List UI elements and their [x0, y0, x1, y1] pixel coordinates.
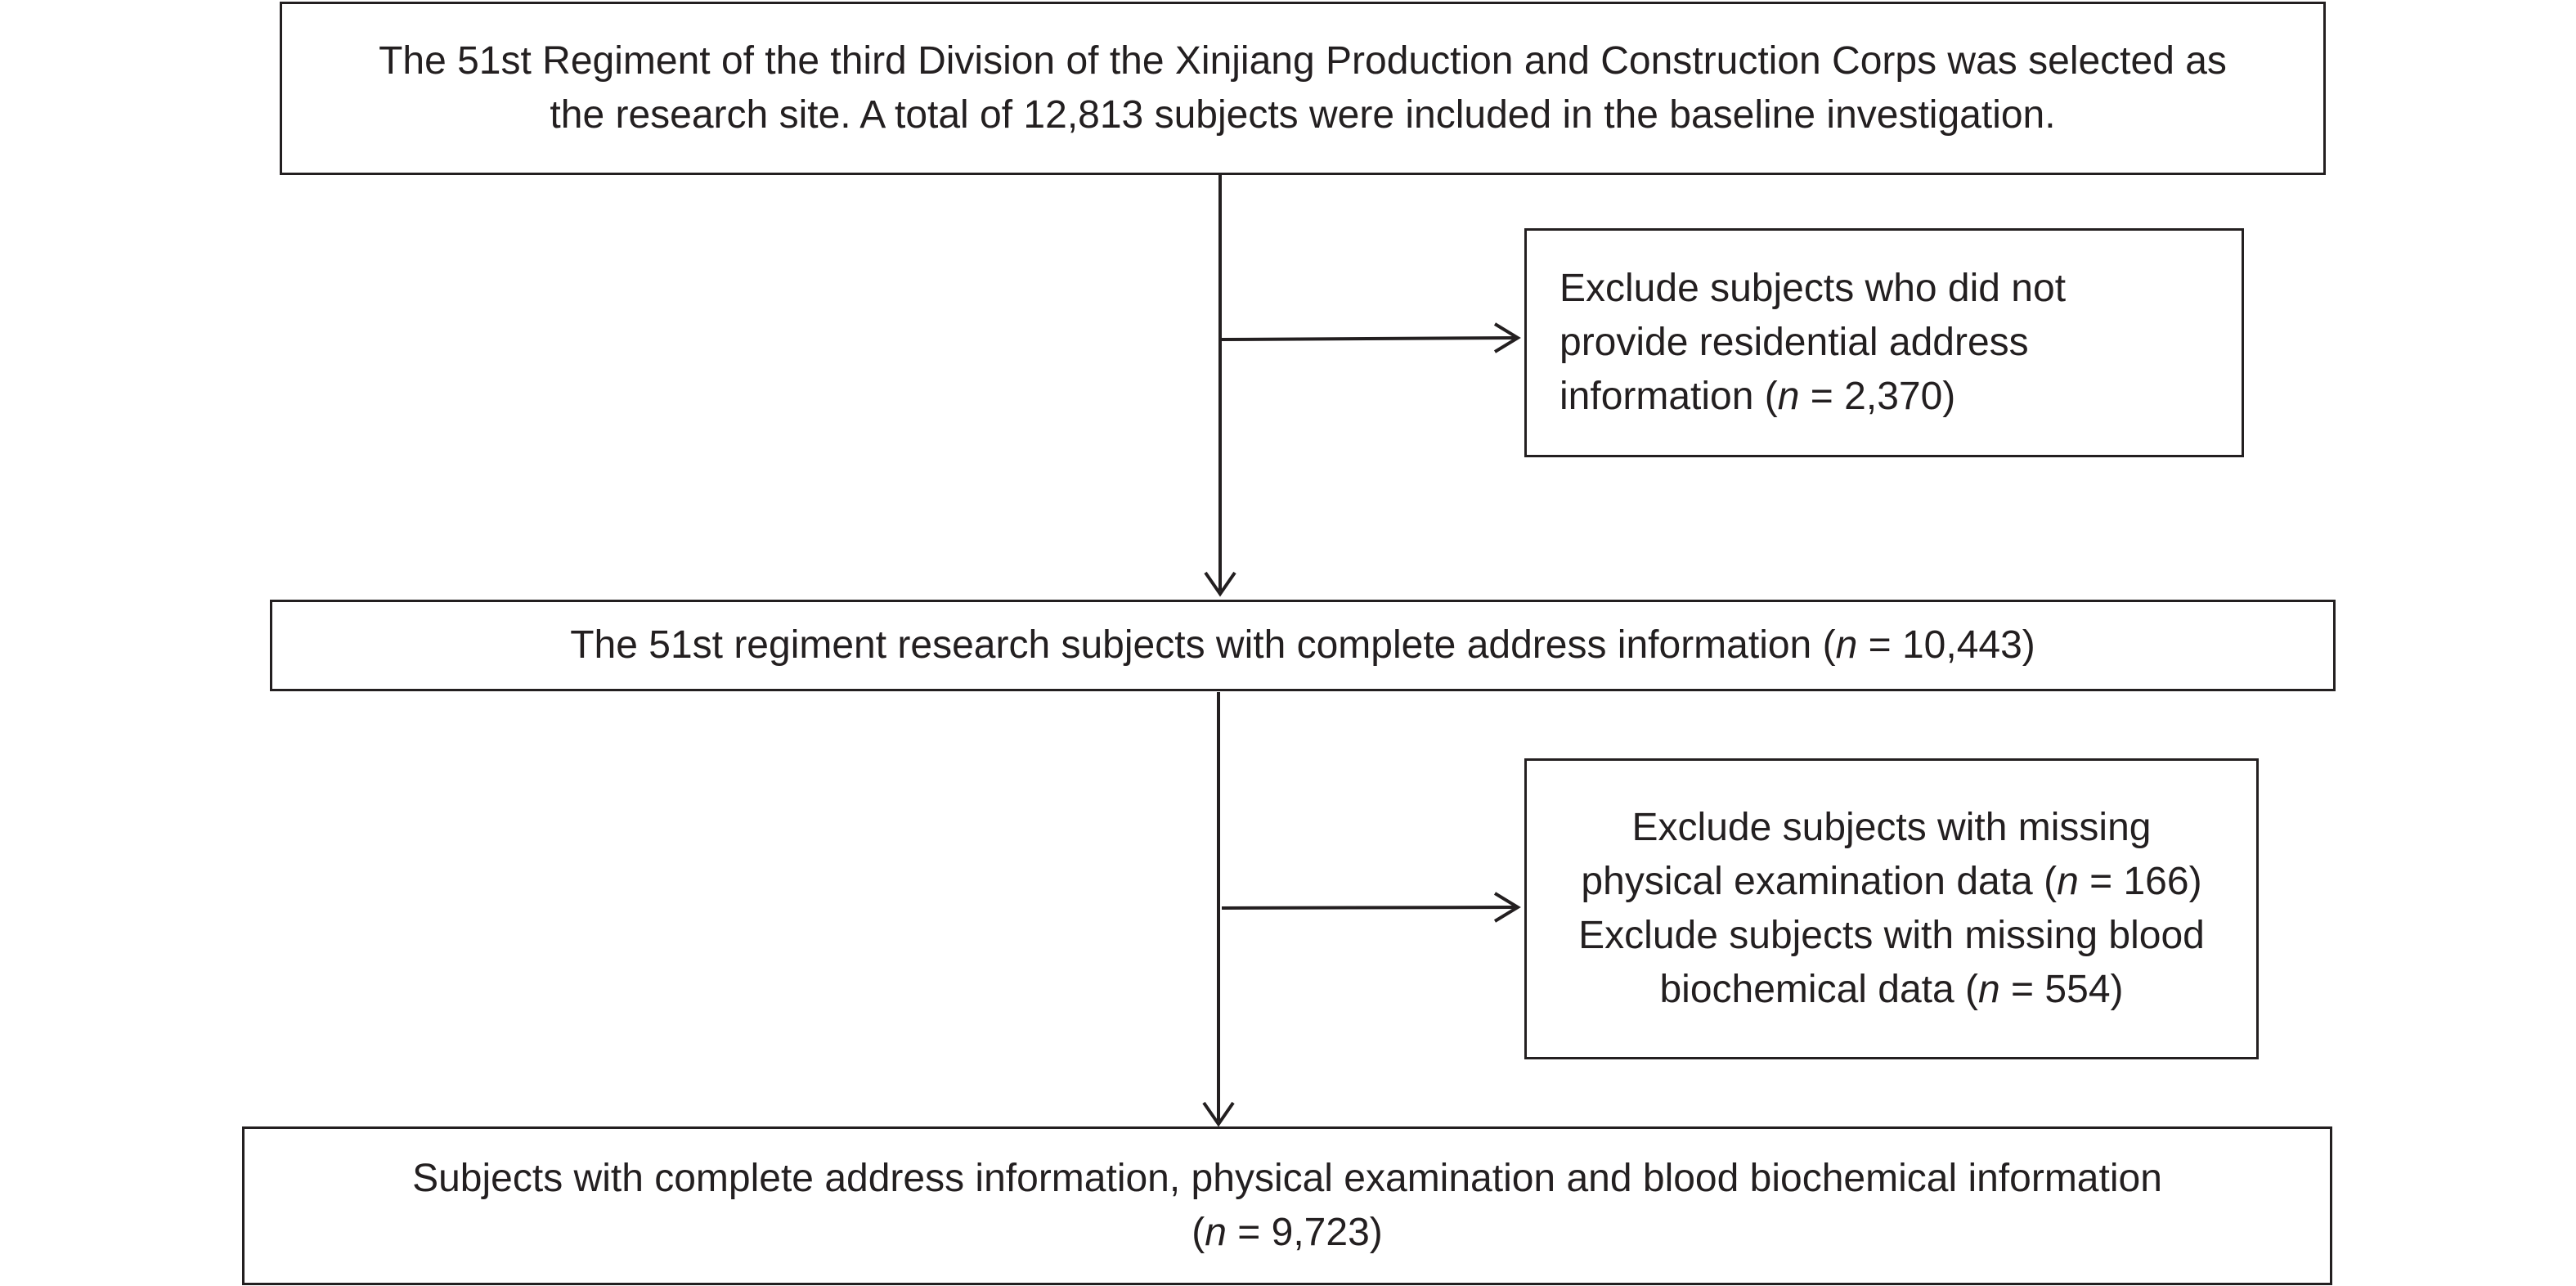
exclusion-branch-1 — [1221, 322, 1521, 353]
n-symbol: n — [1777, 375, 1800, 418]
exclusion-biochem-prefix: biochemical data ( — [1659, 968, 1979, 1011]
exclusion-box-address: Exclude subjects who did not provide res… — [1524, 228, 2244, 457]
right-arrowhead-1 — [1493, 322, 1521, 353]
right-arrowhead-2 — [1493, 892, 1521, 923]
exclusion-address-line-3: information (n = 2,370) — [1560, 370, 1955, 424]
final-cohort-line-2: (n = 9,723) — [1192, 1206, 1383, 1260]
exclusion-box-missing-data: Exclude subjects with missing physical e… — [1524, 758, 2259, 1059]
exclusion-address-line-1: Exclude subjects who did not — [1560, 267, 2067, 310]
final-cohort-count: = 9,723) — [1226, 1211, 1383, 1254]
exclusion-physical-count: = 166) — [2078, 860, 2202, 903]
baseline-text-line-2: the research site. A total of 12,813 sub… — [550, 93, 2056, 137]
exclusion-missing-line-3: Exclude subjects with missing blood — [1578, 914, 2205, 957]
down-arrowhead-1 — [1204, 571, 1236, 597]
n-symbol: n — [2057, 860, 2079, 903]
exclusion-address-prefix: information ( — [1560, 375, 1778, 418]
exclusion-biochem-count: = 554) — [1999, 968, 2124, 1011]
n-symbol: n — [1205, 1211, 1227, 1254]
main-flow-line-2 — [1202, 692, 1235, 1127]
exclusion-address-count: = 2,370) — [1799, 375, 1956, 418]
exclusion-branch-2 — [1221, 892, 1521, 923]
exclusion-missing-line-1: Exclude subjects with missing — [1631, 806, 2152, 849]
complete-address-prefix: The 51st regiment research subjects with… — [570, 623, 1836, 667]
exclusion-missing-line-2: physical examination data (n = 166) — [1581, 855, 2201, 909]
n-symbol: n — [1978, 968, 2000, 1011]
main-flow-line-1 — [1204, 175, 1236, 597]
exclusion-physical-prefix: physical examination data ( — [1581, 860, 2058, 903]
baseline-box: The 51st Regiment of the third Division … — [280, 2, 2326, 175]
complete-address-text: The 51st regiment research subjects with… — [570, 618, 2035, 672]
exclusion-missing-line-4: biochemical data (n = 554) — [1659, 963, 2123, 1017]
complete-address-box: The 51st regiment research subjects with… — [270, 600, 2336, 691]
n-symbol: n — [1835, 623, 1858, 667]
baseline-text-line-1: The 51st Regiment of the third Division … — [379, 39, 2227, 83]
final-cohort-box: Subjects with complete address informati… — [242, 1126, 2332, 1285]
final-cohort-line-1: Subjects with complete address informati… — [412, 1157, 2162, 1200]
down-arrowhead-2 — [1202, 1101, 1235, 1127]
complete-address-count: = 10,443) — [1857, 623, 2035, 667]
exclusion-address-line-2: provide residential address — [1560, 321, 2029, 364]
final-cohort-open-paren: ( — [1192, 1211, 1205, 1254]
